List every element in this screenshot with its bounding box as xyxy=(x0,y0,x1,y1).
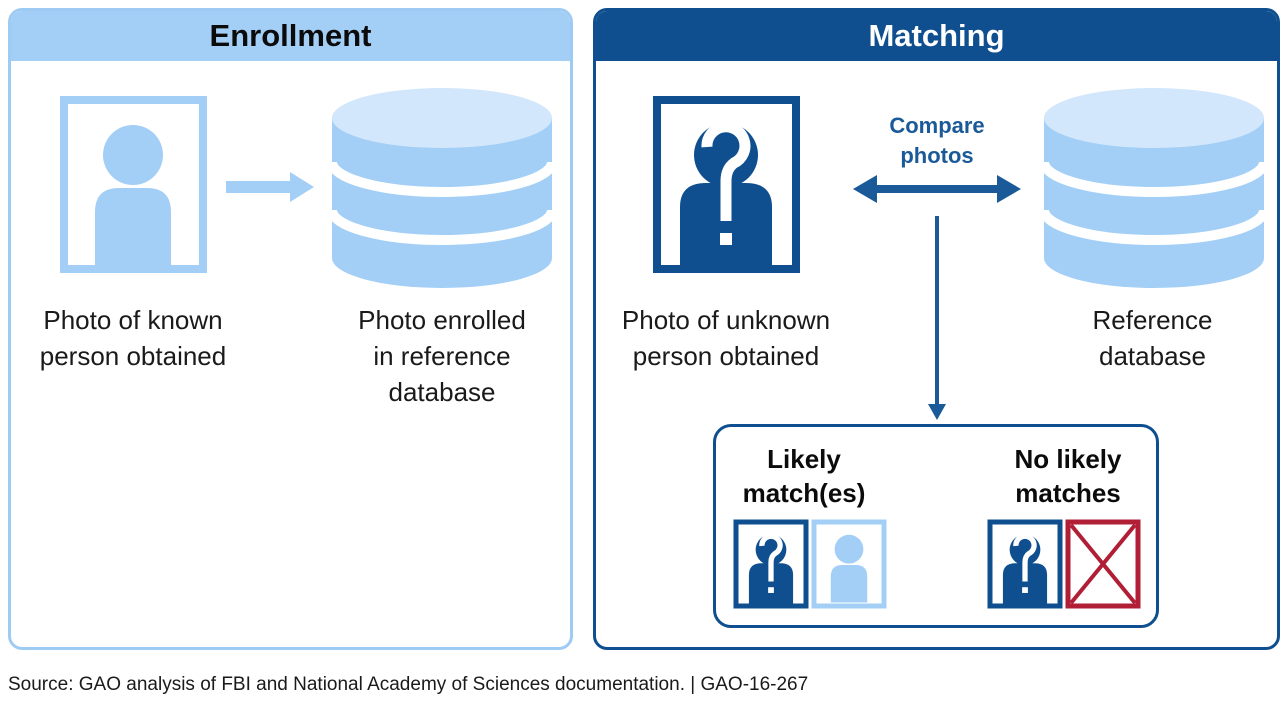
known-person-photo-icon xyxy=(60,96,207,273)
compare-photos-label: Compare photos xyxy=(889,113,985,168)
source-note: Source: GAO analysis of FBI and National… xyxy=(8,674,809,695)
unknown-person-photo-icon xyxy=(653,96,800,269)
reference-database-label: Reference database xyxy=(1092,305,1213,371)
no-likely-matches-label: No likely matches xyxy=(1014,444,1122,508)
unknown-person-label: Photo of unknown person obtained xyxy=(621,305,831,371)
compare-double-arrow-icon xyxy=(853,175,1021,203)
enroll-arrow-icon xyxy=(226,172,314,202)
reference-database-icon xyxy=(1044,88,1264,288)
likely-match-thumbnail-icon xyxy=(811,519,887,609)
likely-matches-label: Likely match(es) xyxy=(742,444,866,508)
no-match-unknown-thumbnail-icon xyxy=(987,519,1063,609)
enrollment-database-icon xyxy=(332,88,552,288)
no-match-cross-icon xyxy=(1065,519,1141,609)
enrollment-title: Enrollment xyxy=(11,11,570,61)
matching-title: Matching xyxy=(596,11,1277,61)
down-arrow-icon xyxy=(928,216,946,420)
known-person-label: Photo of known person obtained xyxy=(39,305,227,371)
likely-unknown-thumbnail-icon xyxy=(733,519,809,609)
enrolled-database-label: Photo enrolled in reference database xyxy=(358,305,526,407)
